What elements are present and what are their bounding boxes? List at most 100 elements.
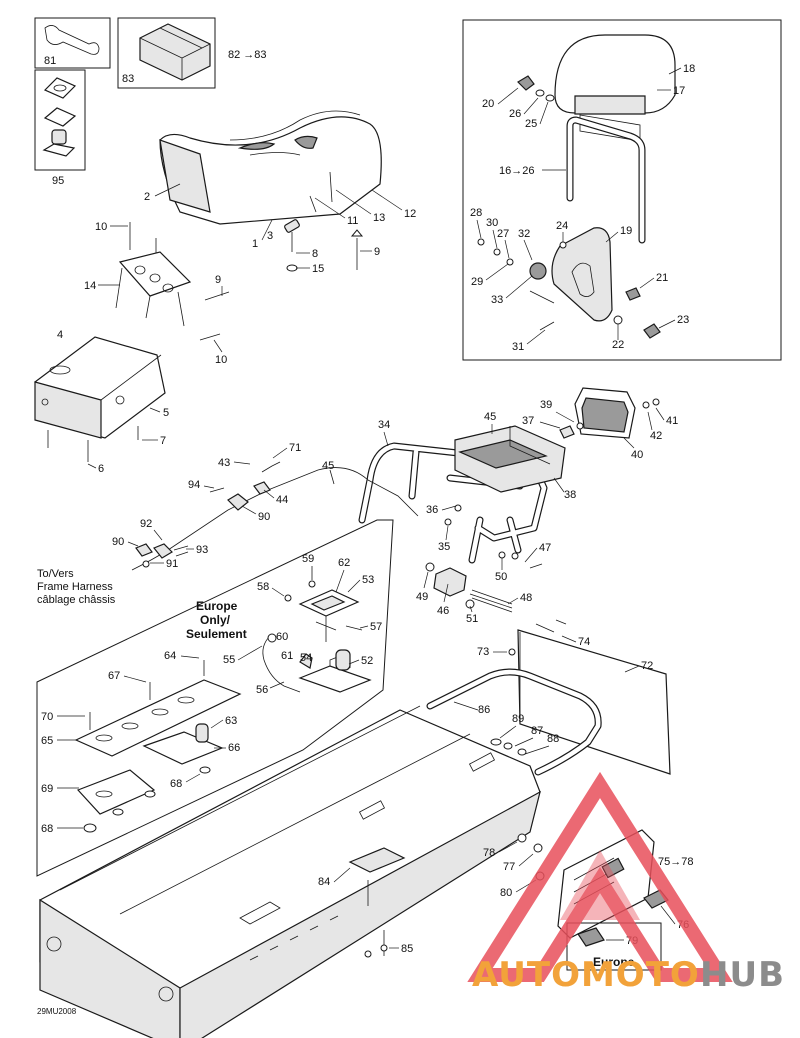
callout-85: 85 xyxy=(401,943,413,955)
callout-66: 66 xyxy=(228,742,240,754)
callout-3: 3 xyxy=(267,230,273,242)
callout-46: 46 xyxy=(437,605,449,617)
callout-70: 70 xyxy=(41,711,53,723)
callout-90-second: 90 xyxy=(112,536,124,548)
callout-55: 55 xyxy=(223,654,235,666)
callout-73: 73 xyxy=(477,646,489,658)
callout-92: 92 xyxy=(140,518,152,530)
europe-only-line1: Europe xyxy=(196,599,238,613)
callout-16: 16→26 xyxy=(499,165,534,177)
callout-17: 17 xyxy=(673,85,685,97)
europe-only-line2: Only/ xyxy=(200,613,231,627)
tail-light-40 xyxy=(559,387,660,439)
callout-60: 60 xyxy=(276,631,288,643)
callout-59: 59 xyxy=(302,553,314,565)
harness-note-line1: To/Vers xyxy=(37,568,74,580)
callout-4: 4 xyxy=(57,329,63,341)
callout-74: 74 xyxy=(578,636,590,648)
callout-32: 32 xyxy=(518,228,530,240)
callout-48: 48 xyxy=(520,592,532,604)
callout-83: 83 xyxy=(122,73,134,85)
seat-hardware xyxy=(284,219,364,272)
callout-31: 31 xyxy=(512,341,524,353)
cover-83-inset: 83 xyxy=(117,17,216,89)
callout-53: 53 xyxy=(362,574,374,586)
callout-28: 28 xyxy=(470,207,482,219)
callout-10-bottom: 10 xyxy=(215,354,227,366)
callout-71: 71 xyxy=(289,442,301,454)
callout-77: 77 xyxy=(503,861,515,873)
callout-65: 65 xyxy=(41,735,53,747)
callout-25: 25 xyxy=(525,118,537,130)
callout-47: 47 xyxy=(539,542,551,554)
rear-bumper-86 xyxy=(426,668,602,776)
callout-21: 21 xyxy=(656,272,668,284)
callout-94: 94 xyxy=(188,479,200,491)
callout-90: 90 xyxy=(258,511,270,523)
callout-22: 22 xyxy=(612,339,624,351)
callout-86: 86 xyxy=(478,704,490,716)
europe-plate-bracket xyxy=(262,566,372,693)
storage-box-4 xyxy=(34,336,166,462)
rack-mount-hardware xyxy=(425,551,543,613)
wiring-harness xyxy=(131,461,419,571)
callout-52: 52 xyxy=(361,655,373,667)
callout-69: 69 xyxy=(41,783,53,795)
callout-10-top: 10 xyxy=(95,221,107,233)
doc-code: 29MU2008 xyxy=(37,1007,77,1016)
callout-14: 14 xyxy=(84,280,96,292)
callout-18: 18 xyxy=(683,63,695,75)
callout-1: 1 xyxy=(252,238,258,250)
callout-58: 58 xyxy=(257,581,269,593)
callout-8: 8 xyxy=(312,248,318,260)
callout-44: 44 xyxy=(276,494,288,506)
callout-80: 80 xyxy=(500,887,512,899)
callout-24: 24 xyxy=(556,220,568,232)
kit-95-inset: 95 xyxy=(34,69,86,187)
bracket-14 xyxy=(115,222,230,341)
tunnel-frame xyxy=(39,705,541,1038)
callout-39: 39 xyxy=(540,399,552,411)
callout-40: 40 xyxy=(631,449,643,461)
seat-assembly xyxy=(159,110,382,225)
callout-7: 7 xyxy=(160,435,166,447)
callout-13: 13 xyxy=(373,212,385,224)
callout-30: 30 xyxy=(486,217,498,229)
callout-41: 41 xyxy=(666,415,678,427)
callout-68: 68 xyxy=(170,778,182,790)
callout-51: 51 xyxy=(466,613,478,625)
callout-29: 29 xyxy=(471,276,483,288)
callout-82: 82 →83 xyxy=(228,49,267,61)
callout-84: 84 xyxy=(318,876,330,888)
callout-57: 57 xyxy=(370,621,382,633)
callout-33: 33 xyxy=(491,294,503,306)
europe-base-plates xyxy=(74,660,242,833)
callout-12: 12 xyxy=(404,208,416,220)
callout-2: 2 xyxy=(144,191,150,203)
callout-72: 72 xyxy=(641,660,653,672)
callout-5: 5 xyxy=(163,407,169,419)
tool-81-inset: 81 xyxy=(34,17,111,69)
callout-50: 50 xyxy=(495,571,507,583)
callout-45-second: 45 xyxy=(322,460,334,472)
callout-15: 15 xyxy=(312,263,324,275)
callout-9: 9 xyxy=(374,246,380,258)
callout-67: 67 xyxy=(108,670,120,682)
callout-62: 62 xyxy=(338,557,350,569)
callout-56: 56 xyxy=(256,684,268,696)
callout-6: 6 xyxy=(98,463,104,475)
callout-87: 87 xyxy=(531,725,543,737)
callout-19: 19 xyxy=(620,225,632,237)
callout-91: 91 xyxy=(166,558,178,570)
rack-bag-38 xyxy=(454,425,566,493)
callout-42: 42 xyxy=(650,430,662,442)
callout-63: 63 xyxy=(225,715,237,727)
europe-box-label: Europe xyxy=(593,955,635,969)
watermark-brand-left: AUTOMOTO xyxy=(472,955,700,995)
callout-61: 61 xyxy=(281,650,293,662)
callout-43: 43 xyxy=(218,457,230,469)
callout-49: 49 xyxy=(416,591,428,603)
callout-81: 81 xyxy=(44,55,56,67)
europe-only-line3: Seulement xyxy=(186,627,247,641)
